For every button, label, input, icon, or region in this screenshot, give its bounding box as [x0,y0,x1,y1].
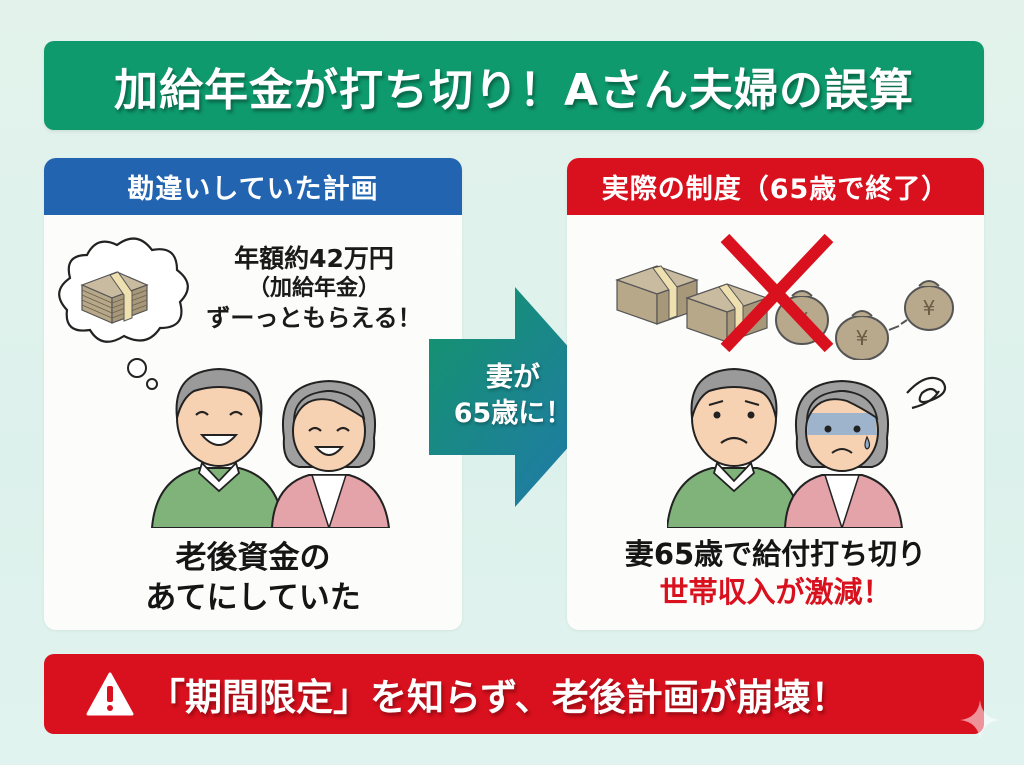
smiling-husband [150,367,286,528]
arrow-label-line2: 65歳に！ [453,398,573,430]
plan-caption-line1: 老後資金の [175,540,331,576]
dizzy-swirl-icon [906,376,947,410]
plan-panel-header: 勘違いしていた計画 [44,158,462,215]
title-banner: 加給年金が打ち切り！Aさん夫婦の誤算 [44,41,984,130]
reality-caption-line2: 世帯収入が激減！ [659,574,892,609]
annual-amount-text: 年額約42万円 [234,244,394,273]
transition-arrow-icon [429,287,613,507]
worried-couple-illustration [667,367,947,528]
plan-thought-text: 年額約42万円 （加給年金） ずーっともらえる！ [194,243,434,334]
worried-wife [783,379,904,528]
arrow-label-line1: 妻が [486,362,540,393]
svg-text:¥: ¥ [923,296,936,320]
warning-text: 「期間限定」を知らず、老後計画が崩壊！ [148,676,848,719]
red-x-icon [720,233,834,353]
reality-caption-line1: 妻65歳で給付打ち切り [624,537,927,571]
svg-text:¥: ¥ [856,326,869,350]
reality-panel-header: 実際の制度（65歳で終了） [567,158,984,215]
reality-caption: 妻65歳で給付打ち切り 世帯収入が激減！ [567,536,984,611]
warning-triangle-icon [86,672,134,716]
thought-bubble-icon [58,237,189,390]
forever-text: ずーっともらえる！ [206,304,422,333]
sparkle-icon [960,700,1000,740]
smiling-wife [270,379,391,528]
warning-banner: 「期間限定」を知らず、老後計画が崩壊！ [44,654,984,734]
plan-panel: 勘違いしていた計画 年額約42万円 （加給年金） ずーっともらえる！ [44,158,462,630]
page-title: 加給年金が打ち切り！Aさん夫婦の誤算 [113,64,915,116]
plan-caption: 老後資金の あてにしていた [44,538,462,619]
reality-panel: 実際の制度（65歳で終了） ¥ ¥ ¥ [567,158,984,630]
plan-caption-line2: あてにしていた [145,580,361,617]
money-stack-icon [80,271,149,324]
happy-couple-illustration [150,367,391,528]
money-crossed-illustration: ¥ ¥ ¥ [615,233,954,360]
pension-type-text: （加給年金） [247,276,380,301]
arrow-label: 妻が 65歳に！ [438,360,588,433]
worried-husband [667,367,804,528]
